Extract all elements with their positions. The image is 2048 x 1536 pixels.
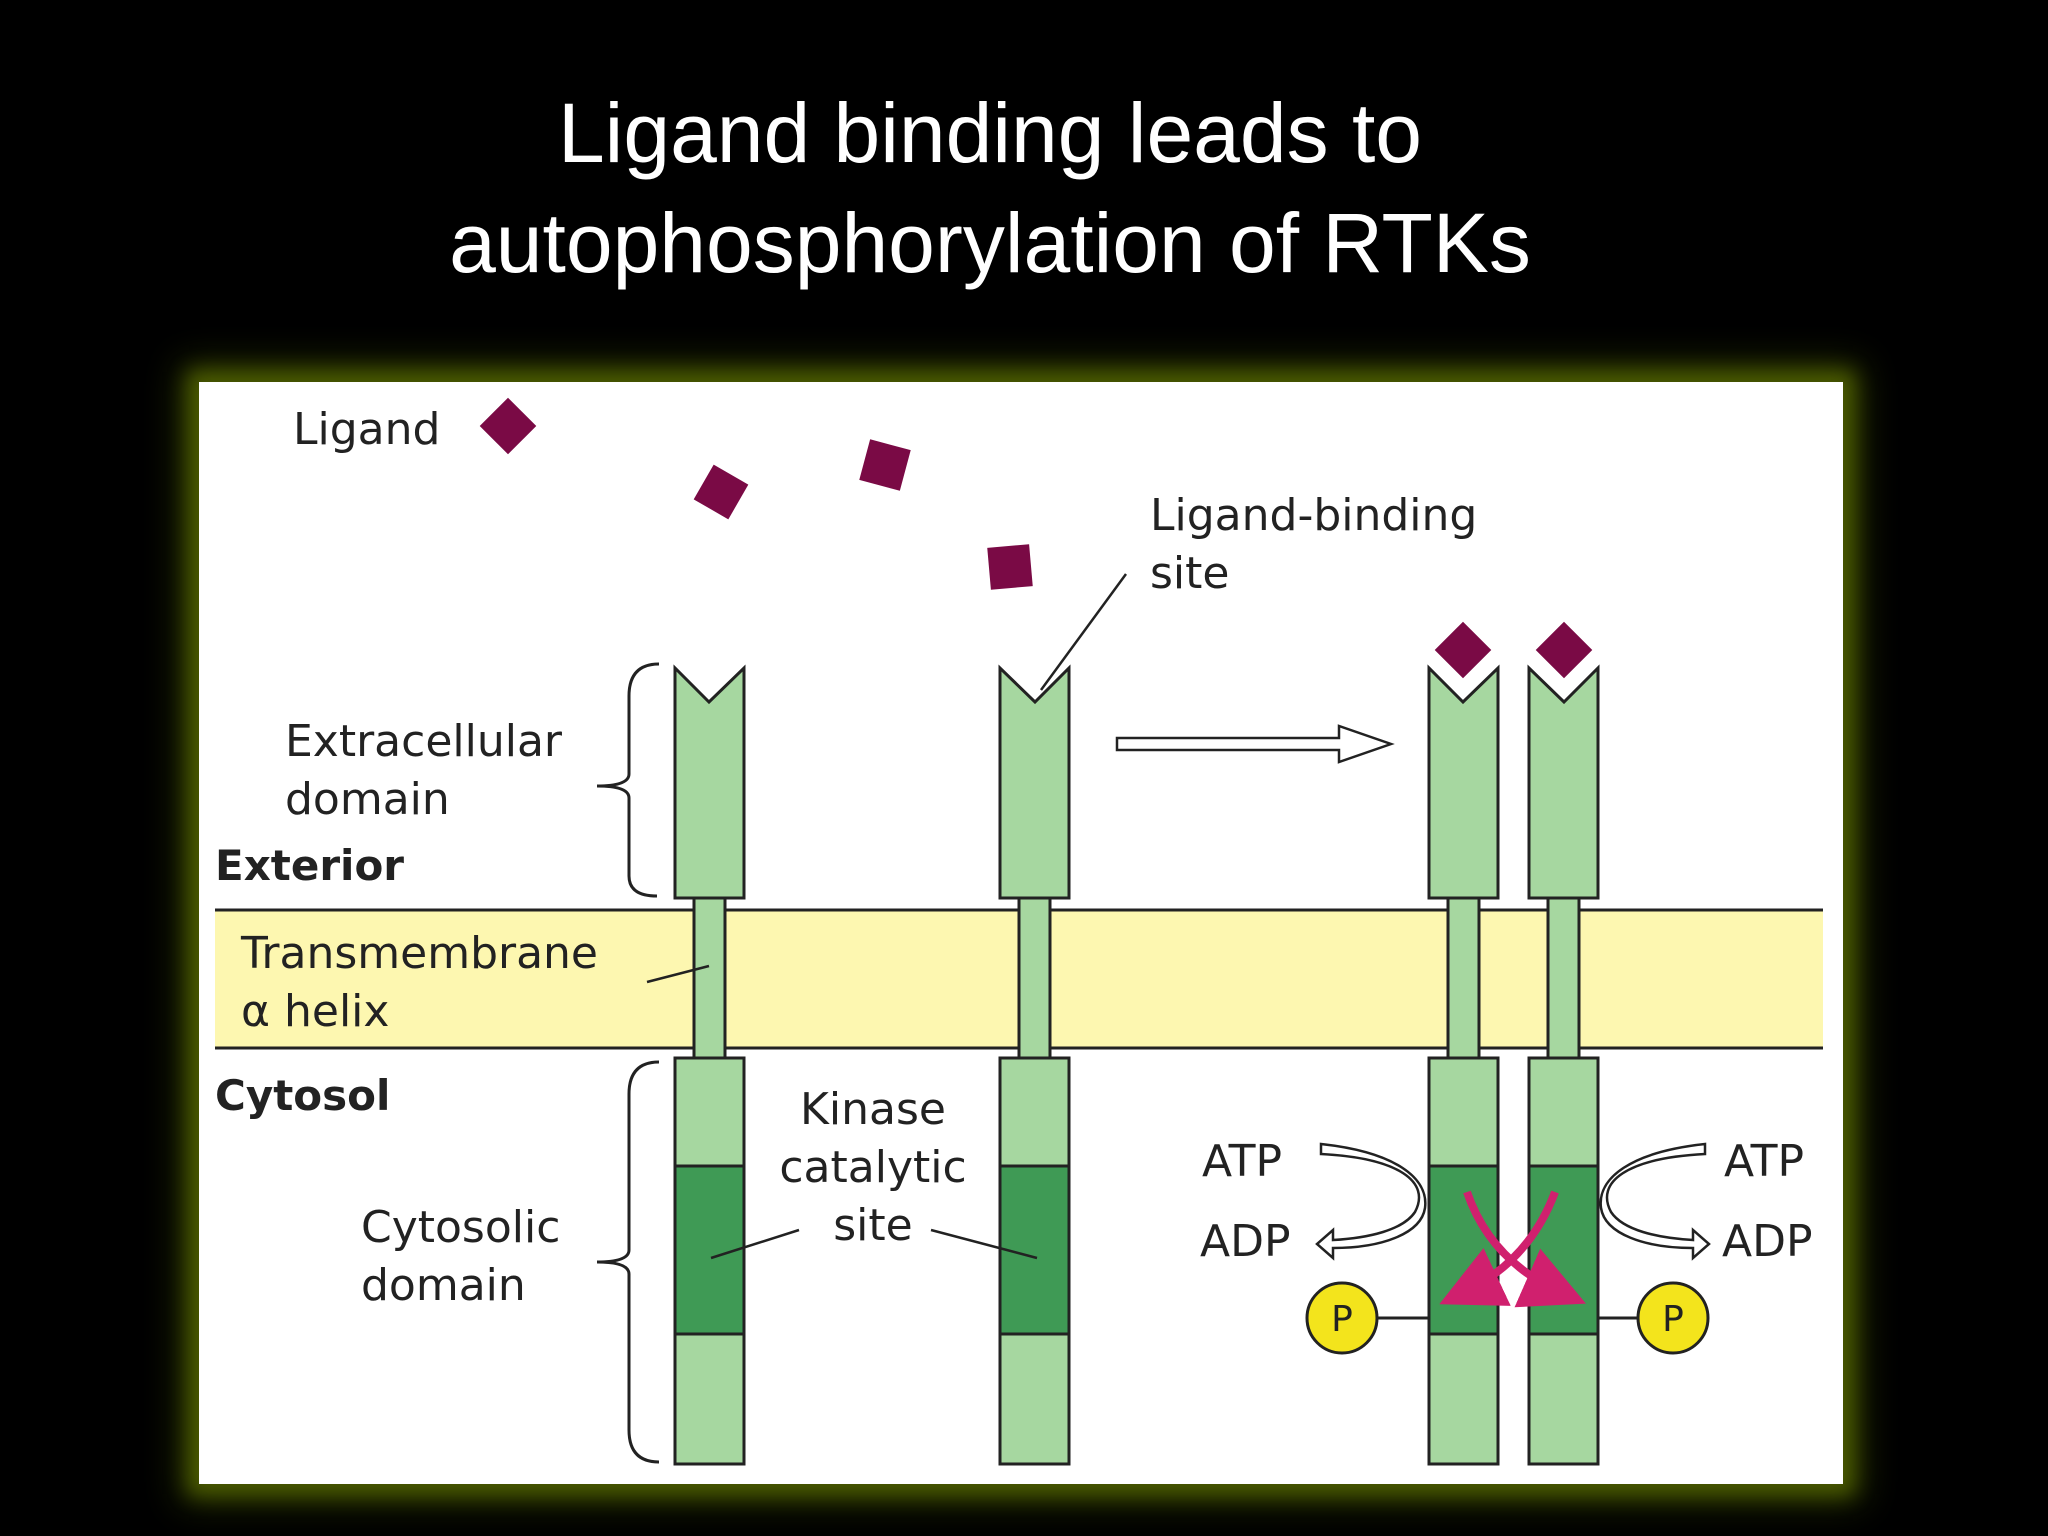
kinase-leader-left	[710, 1228, 800, 1260]
receptor-1-transmembrane	[692, 896, 727, 1064]
receptor-2-transmembrane	[1017, 896, 1052, 1064]
cross-phosphorylation-arrows-icon	[1439, 1190, 1586, 1308]
phosphate-right-label: P	[1662, 1299, 1684, 1340]
phosphate-right-icon	[1636, 1281, 1710, 1355]
atp-right-label: ATP	[1724, 1136, 1804, 1187]
dimer-b-extracellular	[1527, 664, 1600, 912]
dimer-a-bound-ligand	[1434, 621, 1492, 679]
kinase-label-line2: catalytic	[779, 1142, 966, 1193]
free-ligand-1	[693, 464, 749, 520]
free-ligands	[479, 397, 1033, 590]
phosphate-left-label: P	[1331, 1299, 1353, 1340]
ligand-binding-site-leader	[1039, 573, 1128, 691]
receptor-2-cytosolic-top	[998, 1056, 1071, 1168]
extracellular-domain-label-line2: domain	[285, 774, 450, 825]
dimer-a-extracellular	[1427, 664, 1500, 912]
phosphate-left-icon	[1305, 1281, 1379, 1355]
free-ligand-2	[859, 439, 911, 491]
diagram-panel: P P Ligand Ligand-binding site Extracell…	[199, 382, 1843, 1484]
transmembrane-leader	[646, 964, 710, 984]
ligand-legend-icon	[479, 397, 537, 455]
dimer-b-transmembrane	[1546, 896, 1581, 1064]
exterior-label: Exterior	[215, 841, 404, 890]
receptor-monomer-2	[998, 664, 1071, 1466]
receptor-1-cytosolic-bottom	[673, 1332, 746, 1466]
receptor-1-kinase	[673, 1164, 746, 1336]
cytosolic-domain-label-line2: domain	[361, 1260, 526, 1311]
kinase-label-line3: site	[833, 1200, 912, 1251]
receptor-2-cytosolic-bottom	[998, 1332, 1071, 1466]
rtk-diagram: P P Ligand Ligand-binding site Extracell…	[215, 397, 1823, 1466]
slide-title: Ligand binding leads to autophosphorylat…	[0, 78, 1980, 298]
dimer-a-cytosolic-top	[1427, 1056, 1500, 1168]
receptor-monomer-1	[673, 664, 746, 1466]
cytosol-label: Cytosol	[215, 1071, 390, 1120]
ligand-binding-site-label-line1: Ligand-binding	[1150, 490, 1477, 541]
dimer-b-cytosolic-bottom	[1527, 1332, 1600, 1466]
title-line-1: Ligand binding leads to	[557, 86, 1423, 180]
extracellular-domain-label-line1: Extracellular	[285, 716, 563, 767]
atp-left-label: ATP	[1202, 1136, 1282, 1187]
atp-adp-arrow-left-icon	[1315, 1142, 1427, 1261]
dimer-b-bound-ligand	[1535, 621, 1593, 679]
dimer-a-transmembrane	[1446, 896, 1481, 1064]
transmembrane-label-line1: Transmembrane	[240, 928, 598, 979]
kinase-label-line1: Kinase	[800, 1084, 946, 1135]
dimer-b-kinase	[1527, 1164, 1600, 1336]
atp-adp-arrow-right-icon	[1599, 1142, 1711, 1261]
transmembrane-label-line2: α helix	[241, 986, 389, 1037]
receptor-1-cytosolic-top	[673, 1056, 746, 1168]
dimer-a-kinase	[1427, 1164, 1500, 1336]
ligand-binding-site-label-line2: site	[1150, 548, 1229, 599]
receptor-1-extracellular	[673, 664, 746, 912]
cytosolic-domain-label-line1: Cytosolic	[361, 1202, 560, 1253]
transition-arrow-icon	[1115, 724, 1395, 764]
dimer-b-cytosolic-top	[1527, 1056, 1600, 1168]
cytosolic-brace	[596, 1060, 660, 1464]
ligand-legend-label: Ligand	[293, 404, 440, 455]
title-line-2: autophosphorylation of RTKs	[449, 196, 1531, 290]
extracellular-brace	[596, 662, 660, 898]
dimer-a-cytosolic-bottom	[1427, 1332, 1500, 1466]
receptor-2-extracellular	[998, 664, 1071, 912]
adp-right-label: ADP	[1722, 1216, 1813, 1267]
kinase-leader-right	[930, 1228, 1038, 1260]
adp-left-label: ADP	[1200, 1216, 1291, 1267]
free-ligand-3	[987, 544, 1033, 590]
